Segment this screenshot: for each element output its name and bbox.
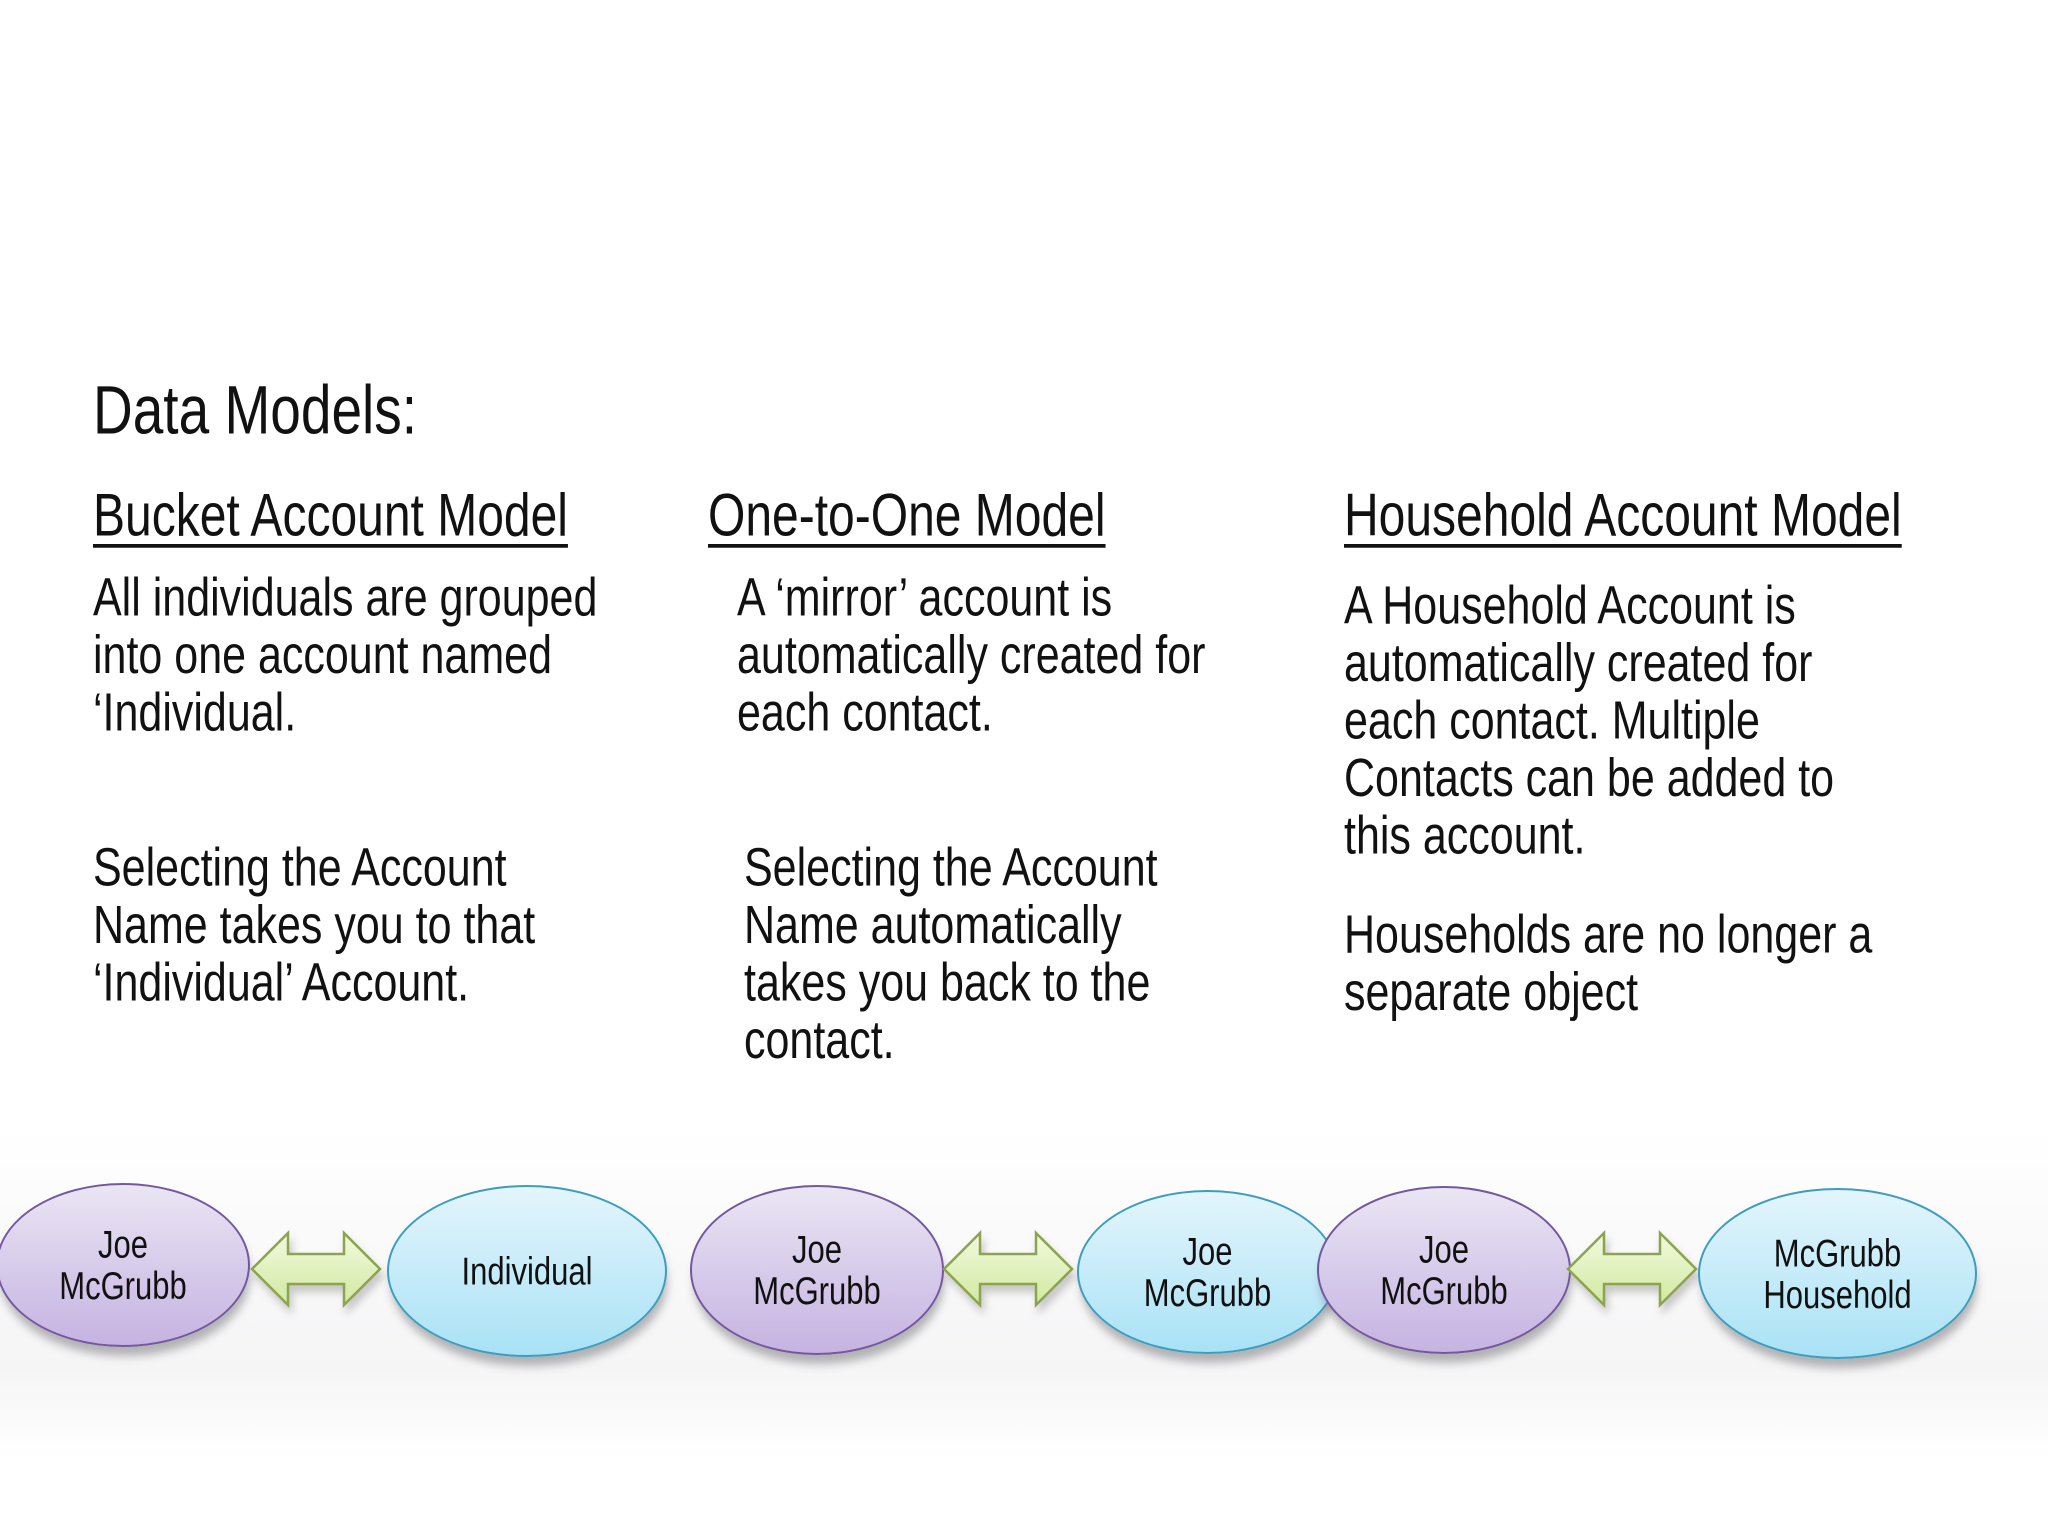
double-arrow-icon (1566, 1229, 1698, 1309)
double-arrow-icon (250, 1229, 382, 1309)
ellipse-label: Joe McGrubb (1380, 1227, 1508, 1313)
ellipse-label: Joe McGrubb (59, 1222, 187, 1308)
column-header-one-to-one-model: One-to-One Model (708, 482, 1106, 549)
column-paragraph: Selecting the Account Name takes you to … (93, 837, 536, 1013)
column-paragraph: All individuals are grouped into one acc… (93, 567, 598, 743)
ellipse-account: Joe McGrubb (1077, 1190, 1338, 1354)
column-header-household-account-model: Household Account Model (1344, 482, 1902, 549)
column-paragraph: Selecting the Account Name automatically… (744, 837, 1158, 1071)
ellipse-account: Individual (387, 1185, 667, 1357)
ellipse-contact: Joe McGrubb (690, 1185, 944, 1355)
column-paragraph: A ‘mirror’ account is automatically crea… (737, 567, 1206, 743)
column-paragraph: A Household Account is automatically cre… (1344, 575, 1835, 866)
column-header-bucket-account-model: Bucket Account Model (93, 482, 568, 549)
ellipse-label: Joe McGrubb (753, 1227, 881, 1313)
ellipse-label: Joe McGrubb (1143, 1229, 1272, 1315)
ellipse-label: Individual (461, 1249, 593, 1293)
page-title: Data Models: (93, 370, 418, 449)
column-paragraph: Households are no longer a separate obje… (1344, 904, 1873, 1023)
ellipse-contact: Joe McGrubb (0, 1183, 250, 1347)
ellipse-contact: Joe McGrubb (1317, 1186, 1571, 1354)
double-arrow-icon (942, 1229, 1074, 1309)
ellipse-label: McGrubb Household (1763, 1231, 1912, 1316)
ellipse-account: McGrubb Household (1698, 1188, 1977, 1359)
